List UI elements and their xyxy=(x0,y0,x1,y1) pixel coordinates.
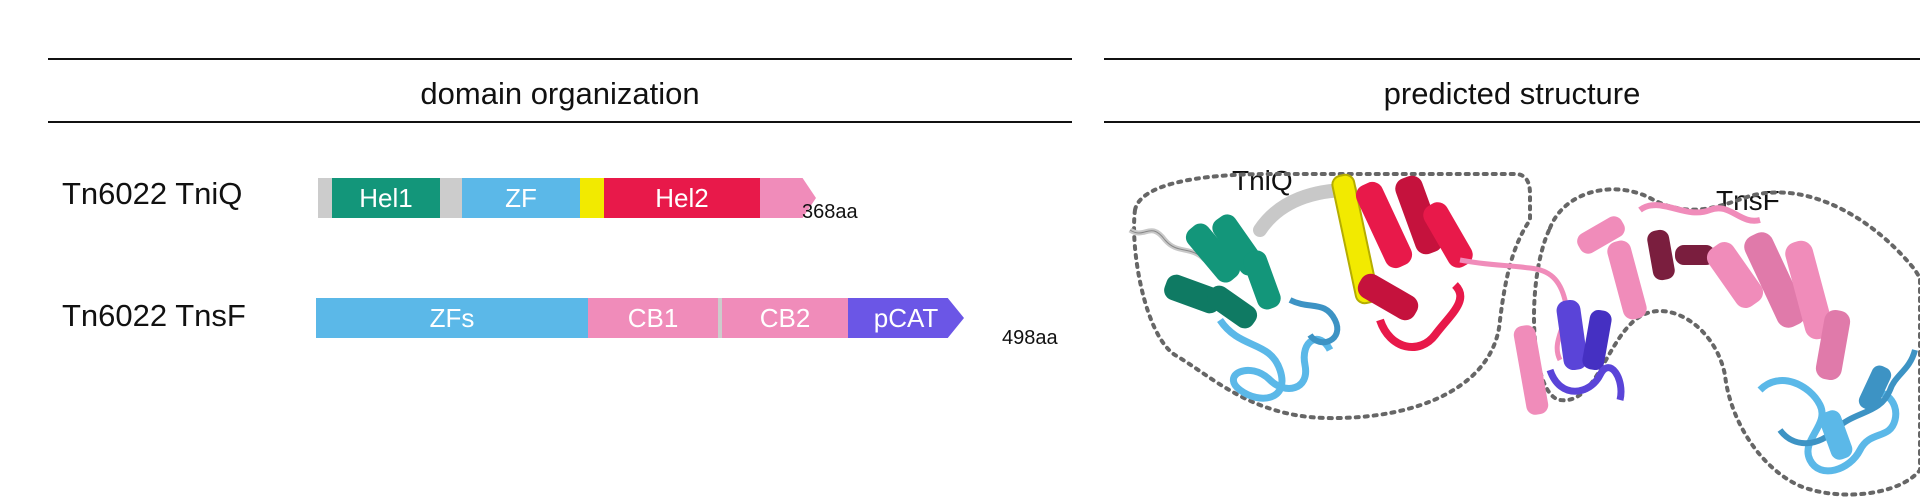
coil-grey-tail-outline xyxy=(1129,229,1206,261)
domain-segment-cb2: CB2 xyxy=(722,298,848,338)
helix-green xyxy=(1243,250,1281,310)
right-section-title: predicted structure xyxy=(1383,76,1641,111)
helix-dark xyxy=(1647,229,1675,281)
domain-segment-cb1: CB1 xyxy=(588,298,718,338)
right-bottom-rule xyxy=(1104,121,1920,123)
helix-blue xyxy=(1858,365,1892,411)
left-top-rule xyxy=(48,58,1072,60)
domain-track-tniq: Hel1 ZF Hel2 xyxy=(318,178,816,218)
domain-segment-linker xyxy=(318,178,332,218)
helix-pink xyxy=(1815,310,1851,380)
domain-segment-zf: ZF xyxy=(462,178,580,218)
structure-label-tniq: TniQ xyxy=(1232,165,1293,196)
coil-pink xyxy=(1638,202,1761,224)
right-top-rule xyxy=(1104,58,1920,60)
helix-blue xyxy=(1819,410,1853,460)
coil-blue-zf xyxy=(1217,317,1334,402)
helix-green xyxy=(1164,274,1222,314)
domain-segment-linker xyxy=(440,178,462,218)
helix-pink xyxy=(1607,240,1647,320)
domain-segment-linker xyxy=(718,298,722,338)
coil-pink-linker xyxy=(1459,257,1569,362)
coil-blue-zfs xyxy=(1777,349,1918,447)
domain-track-tnsf: ZFs CB1 CB2 pCAT xyxy=(316,298,992,338)
helix-pink xyxy=(1706,242,1764,308)
helix-green xyxy=(1185,223,1241,283)
left-bottom-rule xyxy=(48,121,1072,123)
length-label-tniq: 368aa xyxy=(802,201,858,223)
helix-dark xyxy=(1675,245,1715,265)
predicted-structure-graphic xyxy=(1128,172,1920,497)
coil-purple xyxy=(1546,364,1625,401)
helix-purple xyxy=(1556,299,1588,371)
coil-red xyxy=(1376,282,1465,351)
domain-segment-pcat: pCAT xyxy=(848,298,964,338)
domain-segment-zfs: ZFs xyxy=(316,298,588,338)
domain-segment-hel2: Hel2 xyxy=(604,178,760,218)
coil-blue-zfs xyxy=(1757,377,1900,475)
helix-yellow xyxy=(1331,173,1379,305)
helix-red xyxy=(1395,175,1443,255)
helix-pink xyxy=(1744,232,1806,328)
helix-red xyxy=(1357,273,1419,321)
helix-red xyxy=(1423,202,1473,268)
left-section-title: domain organization xyxy=(420,76,700,111)
helix-green xyxy=(1206,285,1258,329)
helix-pink xyxy=(1577,216,1625,254)
domain-segment-hel1: Hel1 xyxy=(332,178,440,218)
helix-pink xyxy=(1785,240,1833,340)
coil-blue-zf xyxy=(1288,297,1341,346)
protein-name-tniq: Tn6022 TniQ xyxy=(62,176,243,211)
protein-name-tnsf: Tn6022 TnsF xyxy=(62,298,246,333)
helix-pink xyxy=(1513,325,1549,415)
helix-red xyxy=(1355,181,1413,269)
length-label-tnsf: 498aa xyxy=(1002,327,1058,349)
domain-segment-yellow xyxy=(580,178,604,218)
domain-segment-c-term-arrow xyxy=(760,178,816,218)
helix-purple xyxy=(1582,309,1612,371)
tniq-outline xyxy=(1132,172,1532,421)
